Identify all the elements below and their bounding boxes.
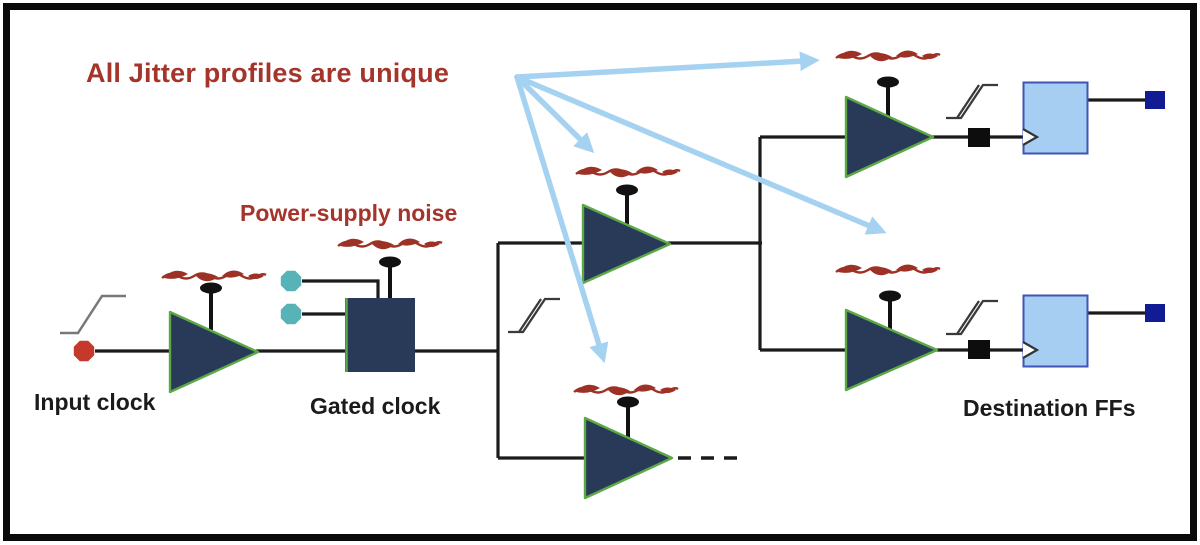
fanout-arrow-icon xyxy=(514,74,887,235)
slew-rate-icon xyxy=(506,297,562,334)
clock-buffer-icon xyxy=(844,95,935,179)
destination-ffs-label: Destination FFs xyxy=(963,395,1136,421)
jitter-noise-icon xyxy=(336,237,444,251)
flip-flop-icon xyxy=(1021,81,1089,155)
slew-rate-icon xyxy=(944,299,1000,336)
fanout-arrow-icon xyxy=(514,74,609,364)
slew-rate-icon xyxy=(944,83,1000,120)
delay-element-icon xyxy=(968,340,990,359)
signal-wires xyxy=(95,98,1147,460)
fanout-arrow-icon xyxy=(514,74,595,154)
output-square-icon xyxy=(1145,304,1165,322)
antenna-icon xyxy=(377,254,403,306)
output-square-icon xyxy=(1145,91,1165,109)
jitter-noise-icon xyxy=(160,269,268,283)
jitter-noise-icon xyxy=(572,383,680,397)
input-node-icon xyxy=(73,340,95,362)
jitter-noise-icon xyxy=(834,263,942,277)
clock-buffer-icon xyxy=(583,416,674,500)
input-clock-label: Input clock xyxy=(34,389,156,415)
gated-clock-block xyxy=(345,298,415,372)
slew-rate-icon xyxy=(60,294,126,335)
enable-node-icon xyxy=(280,303,302,325)
jitter-noise-icon xyxy=(834,49,942,63)
fanout-arrow-icon xyxy=(514,51,820,80)
antenna-icon xyxy=(198,280,224,332)
clock-buffer-icon xyxy=(581,203,672,285)
enable-node-icon xyxy=(280,270,302,292)
flip-flop-icon xyxy=(1021,294,1089,368)
power-supply-noise-label: Power-supply noise xyxy=(240,200,458,226)
jitter-noise-icon xyxy=(574,165,682,179)
delay-element-icon xyxy=(968,128,990,147)
clock-buffer-icon xyxy=(168,310,260,394)
gated-clock-label: Gated clock xyxy=(310,393,441,419)
clock-buffer-icon xyxy=(844,308,939,392)
diagram-title: All Jitter profiles are unique xyxy=(86,58,450,88)
